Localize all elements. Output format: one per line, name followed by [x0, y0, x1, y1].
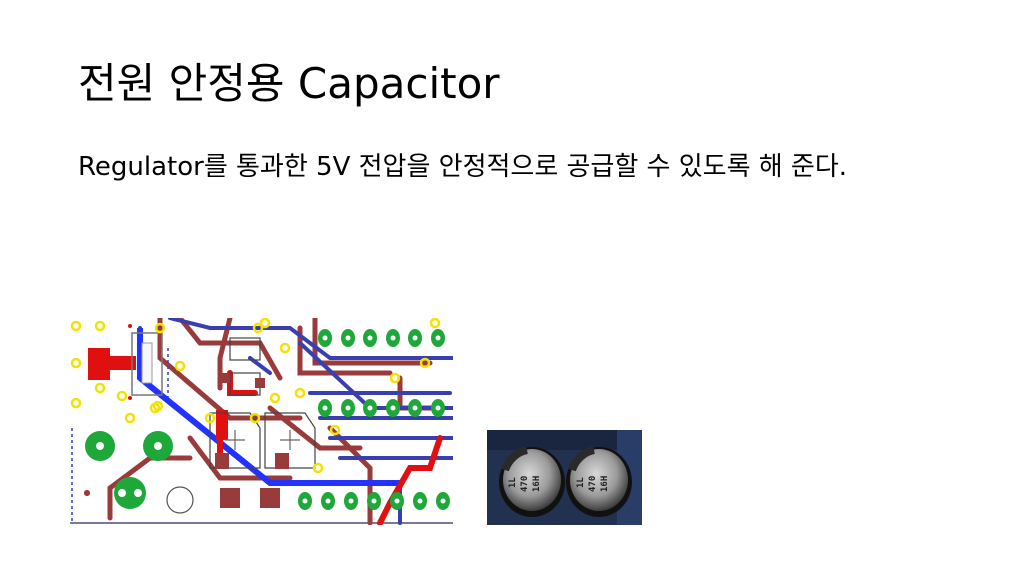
slide-body-text: Regulator를 통과한 5V 전압을 안정적으로 공급할 수 있도록 해 …	[78, 152, 848, 182]
cap1-mark-2: 470	[520, 476, 530, 492]
cap2-mark-2: 470	[588, 476, 598, 492]
cap2-mark-3: 16H	[600, 476, 610, 492]
capacitor-photo: 1L 470 16H 1L 470 16H	[487, 430, 642, 525]
cap2-mark-1: 1L	[576, 477, 586, 488]
slide-title: 전원 안정용 Capacitor	[78, 59, 500, 108]
cap1-mark-1: 1L	[508, 477, 518, 488]
pcb-layout-image	[70, 318, 453, 525]
cap1-mark-3: 16H	[532, 476, 542, 492]
